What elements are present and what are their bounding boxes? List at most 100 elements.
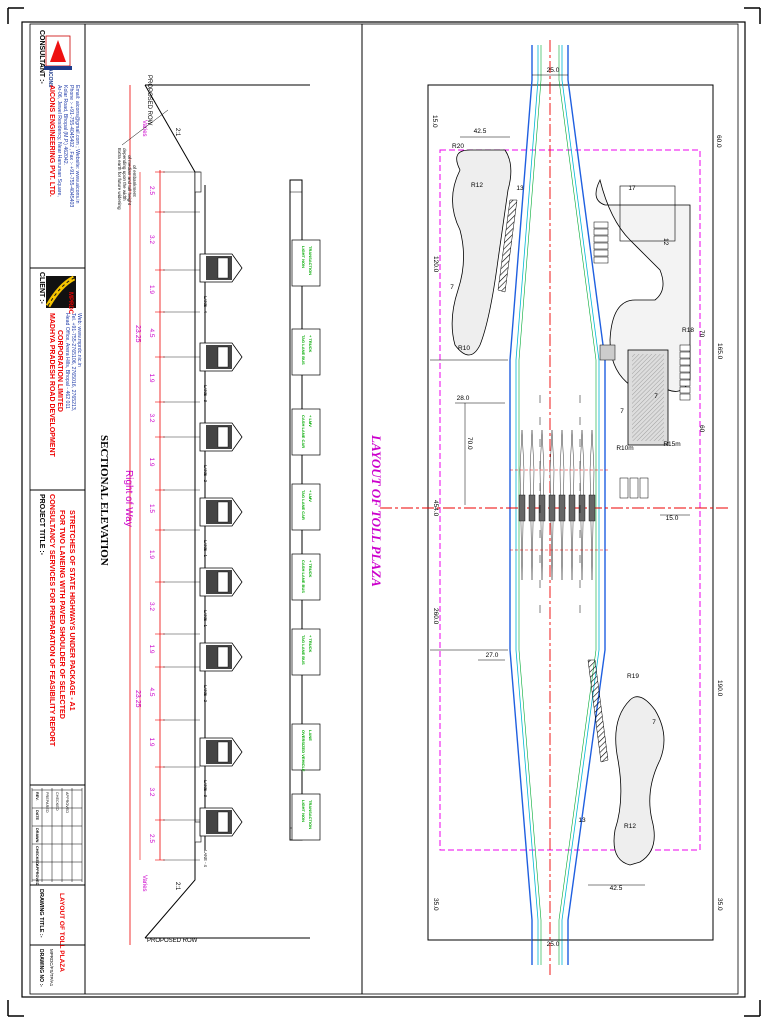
dim-bottom-right: 35.0 [716,898,723,911]
dim-70: 70 [698,330,705,338]
rev-header: APPROVED [35,864,39,886]
toll-booths [510,395,610,613]
parking-bays [593,221,691,499]
dim-7-b: 7 [620,408,624,415]
corner-marks [7,7,761,1017]
dim-7-d: 7 [652,719,656,726]
parking-bay [593,242,609,250]
section-dimension: 4.5 [148,329,155,338]
dim-7: 7 [654,393,658,400]
dim-r20: R20 [452,143,464,150]
consultant-company: AICONS ENGINEERING PVT. LTD. [48,85,55,197]
lane-sign-text: TRANSACTION [308,800,313,829]
parking-bay [593,235,609,243]
parking-bay [593,249,609,257]
client-web: Web: www.mprdc.nic.in [76,313,82,367]
dim-road-width-top: 25.0 [547,67,560,74]
parking-bay [679,386,691,394]
dim-bottom-left: 35.0 [432,898,439,911]
lane-sign-text: + TRUCK [308,335,313,353]
island-bottom-right [613,696,665,866]
dim-bay-width-bottom: 42.5 [610,885,623,892]
dim-right-165: 165.0 [716,343,723,360]
toll-booth [578,494,586,522]
row-bottom-label: PROPOSED ROW [147,938,198,944]
lane-sign-board [291,408,321,456]
parking-bay [679,372,691,380]
dim-total-length: 454.0 [432,500,439,517]
dim-r12-top: R12 [471,182,483,189]
project-label: PROJECT TITLE :- [38,494,45,556]
lane-sign-text: LANE [308,730,313,741]
consultant-block: CONSULTANT :- AICONS AICONS ENGINEERING … [38,30,80,207]
lane-label: LANE - 3 [203,780,208,798]
rev-header: DRAWN [35,828,39,843]
lane-sign-text: TAG LANE CAR [301,490,306,520]
rev-row-label: CHECKED [55,792,59,811]
dim-60: 60 [698,425,705,433]
section-dimension: 3.2 [148,788,155,797]
dim-r15m: R15m [663,441,680,448]
lane-label: LANE - 1 [203,610,208,628]
dim-road-width-bottom: 25.0 [547,941,560,948]
row-label: Right of Way [123,470,134,527]
lane-sign-text: CASH LANE CAR [301,415,306,448]
section-dimension: 3.2 [148,602,155,611]
mprdc-logo-text: MPRDC [67,292,73,315]
lane-sign-text: + LMV [308,415,313,427]
toll-booth [528,494,536,522]
parking-bay [593,256,609,264]
lane-sign-board [291,553,321,601]
parking-bay [619,477,629,499]
drawing-title-block: DRAWING TITLE :- LAYOUT OF TOLL PLAZA DR… [38,889,65,987]
section-dimension: 1.9 [148,458,155,467]
drawing-number: MPRDC/FS/TP/A1 [49,949,54,987]
aicons-logo: AICONS [44,35,72,88]
land-boundary [439,149,701,851]
toll-booth [518,494,526,522]
section-dimensions: 2.53.21.94.51.93.21.91.51.93.21.94.51.93… [134,171,200,861]
project-line-1: CONSULTANCY SERVICES FOR PREPARATION OF … [48,494,57,747]
section-dimension: 1.9 [148,285,155,294]
layout-title: LAYOUT OF TOLL PLAZA [369,434,384,587]
lane-label: LANE - 4 [203,850,208,868]
parking-bay [679,379,691,387]
consultant-address-1: Ar-06, Jewel Residency, Near Hanuman Squ… [56,85,62,197]
toll-booth [538,494,546,522]
lane-label: LANE - 2 [203,685,208,703]
section-note-2: depending upon the width [122,148,127,201]
client-office: Head Office, Arera Hills, Bhopal - 462 0… [64,313,70,409]
consultant-phone: Phone :- +91-755-4045402 , Fax :- +91-75… [68,85,74,207]
section-dimension: 3.2 [148,414,155,423]
section-note-4: of embankment [132,165,137,197]
toll-plaza-layout: LAYOUT OF TOLL PLAZA 25.025.015.060.042.… [369,40,730,975]
section-dimension: 1.9 [148,374,155,383]
lane-sign-board [291,723,321,771]
drawing-title: LAYOUT OF TOLL PLAZA [58,893,65,972]
consultant-email: Email: aicons@gmail.com ; Website: www.a… [74,85,80,204]
section-dimension: 1.9 [148,738,155,747]
aicons-logo-text: AICONS [47,68,53,88]
slope-top: 2:1 [174,128,180,137]
dim-top-right: 60.0 [715,135,722,148]
lane-sign-text: TRANSACTION [308,246,313,275]
road-edge-right [567,45,606,965]
outer-border [21,21,746,998]
half-width-right: 23.25 [134,690,141,708]
lane-sign-text: + TRUCK [308,635,313,653]
dim-r10: R10 [458,345,470,352]
parking-bay [593,221,609,229]
layout-dimensions: 25.025.015.060.042.5120.0165.028.070.045… [431,67,723,948]
client-name-1: MADHYA PRADESH ROAD DEVELOPMENT [48,313,55,457]
lane-label: LANE - 3 [203,385,208,403]
lane-sign-text: + TRUCK [308,560,313,578]
toll-booth [548,494,556,522]
lane-sign-board [291,239,321,287]
lane-sign-text: OVERSIZED VEHICLE [301,730,306,772]
embankment-profile [144,84,196,939]
dim-left-28: 28.0 [457,395,470,402]
drawing-no-label: DRAWING NO :- [38,949,44,987]
dim-12: 12 [662,238,669,246]
